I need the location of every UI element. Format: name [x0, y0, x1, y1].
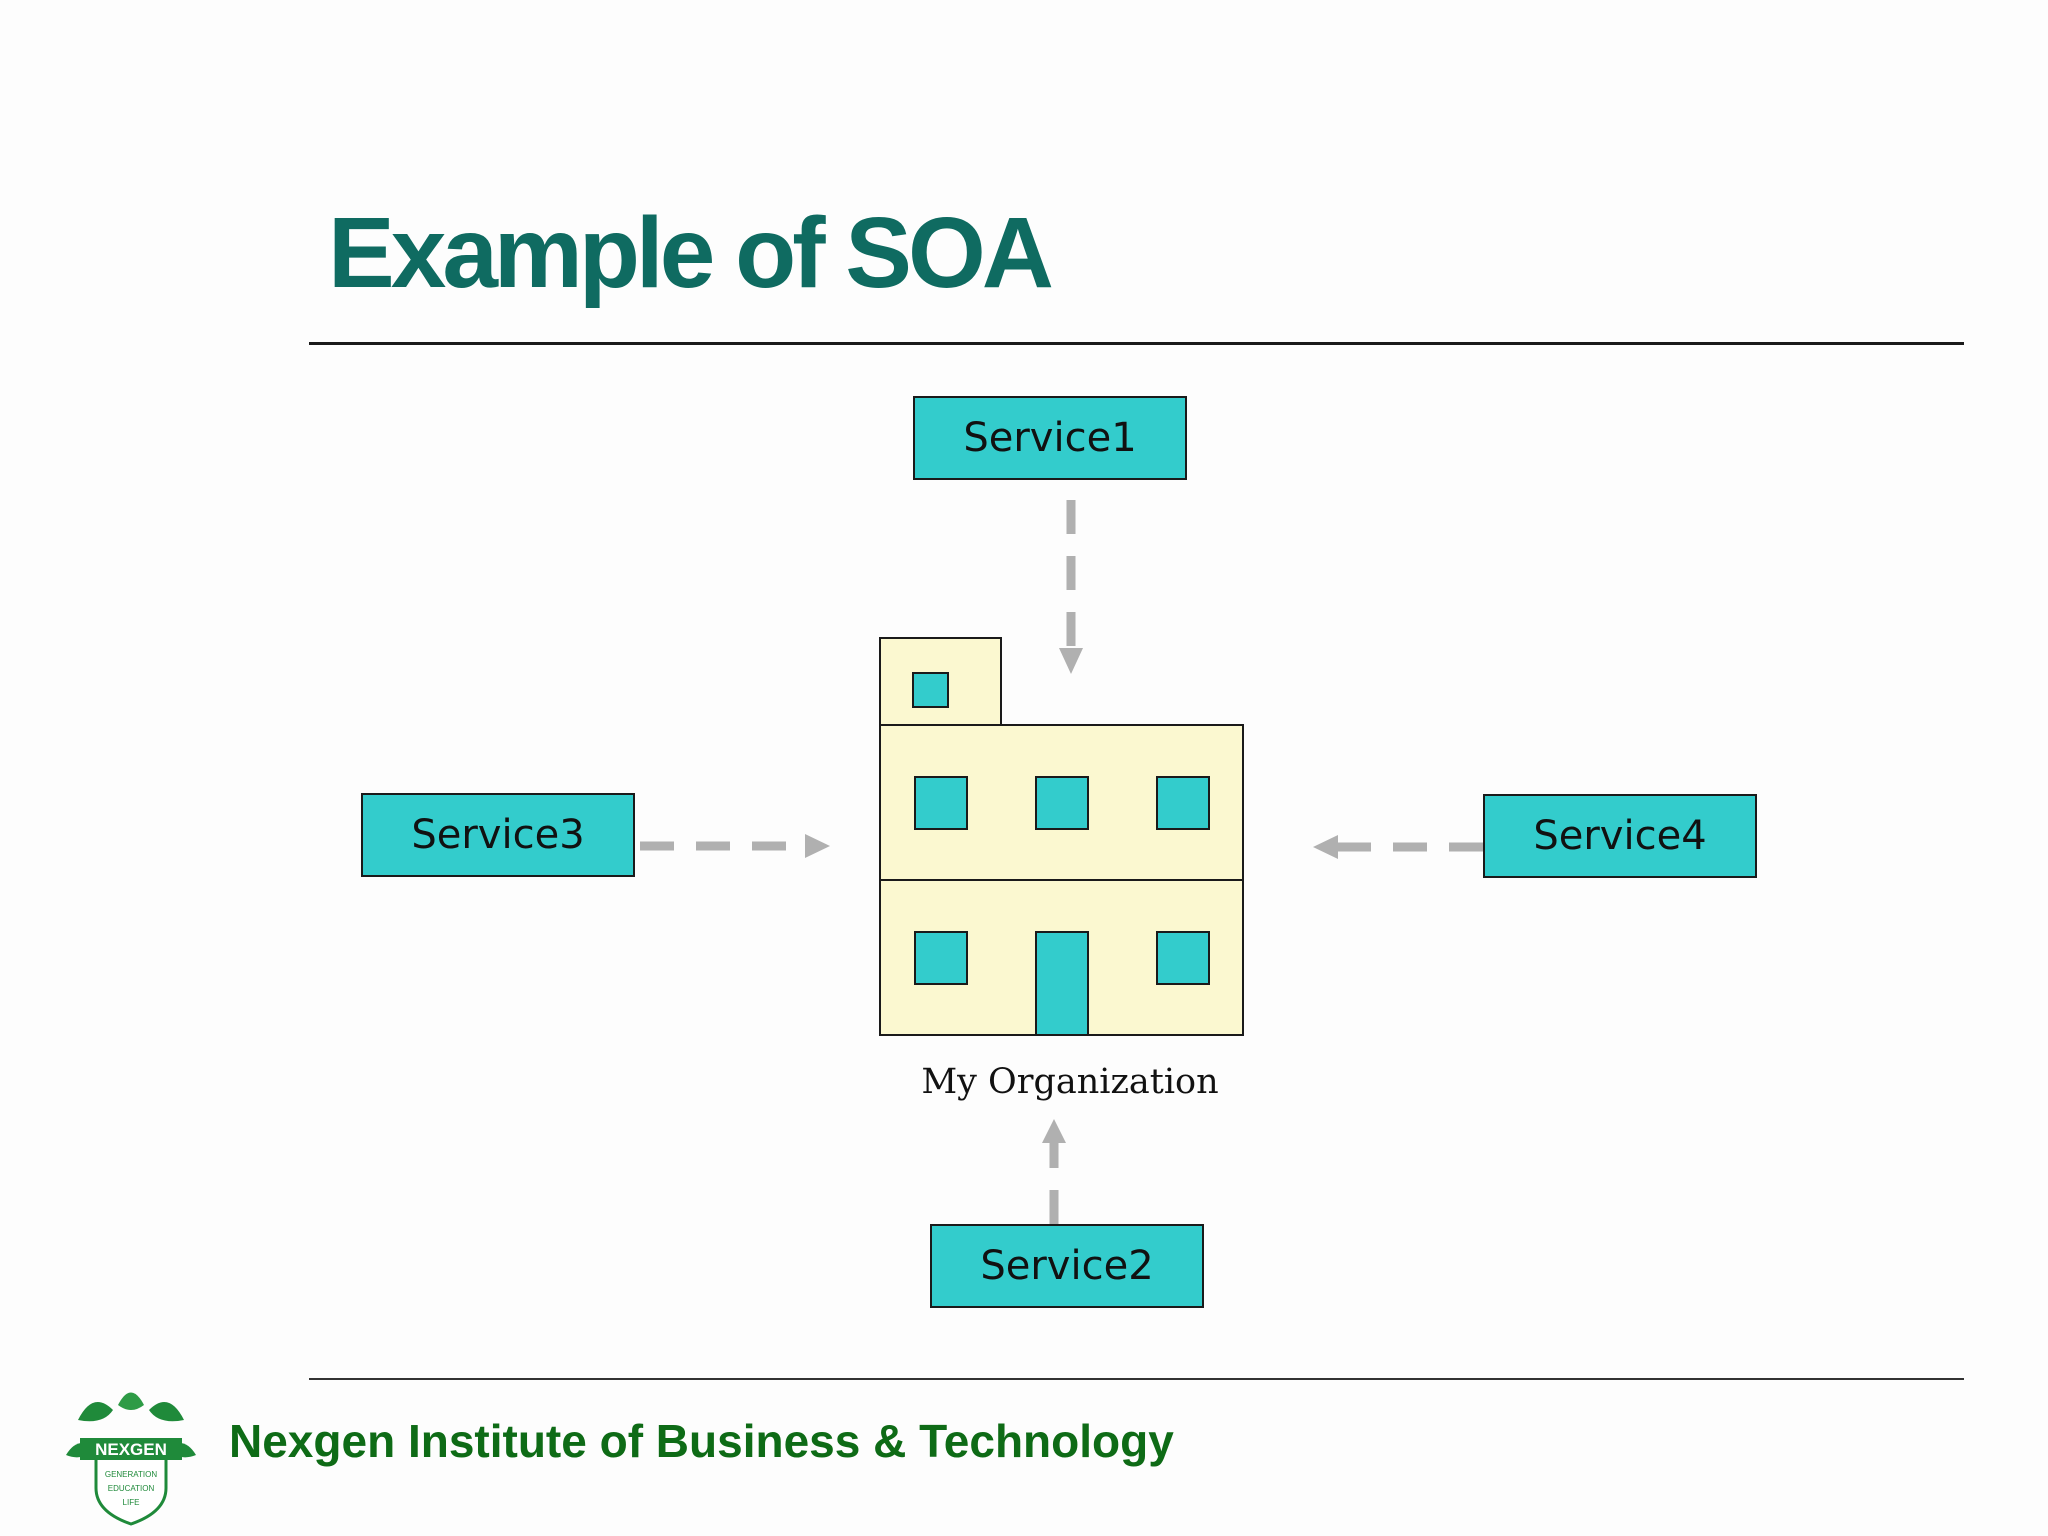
institute-name: Nexgen Institute of Business & Technolog… — [229, 1415, 1174, 1467]
service4-box: Service4 — [1483, 794, 1757, 878]
service1-box: Service1 — [913, 396, 1187, 480]
arrow-service1-to-org — [1059, 500, 1083, 674]
arrow-service3-to-org — [640, 834, 830, 858]
logo-motto-1: GENERATION — [105, 1470, 158, 1479]
logo-text: NEXGEN — [95, 1440, 167, 1459]
slide-title: Example of SOA — [328, 197, 1054, 309]
arrow-service2-to-org — [1042, 1119, 1066, 1224]
footer-divider — [309, 1378, 1964, 1380]
service2-box: Service2 — [930, 1224, 1204, 1308]
organization-building-icon — [879, 637, 1244, 1036]
organization-label: My Organization — [921, 1062, 1219, 1102]
title-divider — [309, 342, 1964, 345]
arrow-service4-to-org — [1313, 835, 1483, 859]
nexgen-logo-icon: NEXGEN GENERATION EDUCATION LIFE — [66, 1392, 196, 1526]
service3-box: Service3 — [361, 793, 635, 877]
logo-motto-2: EDUCATION — [108, 1484, 155, 1493]
logo-motto-3: LIFE — [123, 1498, 140, 1507]
